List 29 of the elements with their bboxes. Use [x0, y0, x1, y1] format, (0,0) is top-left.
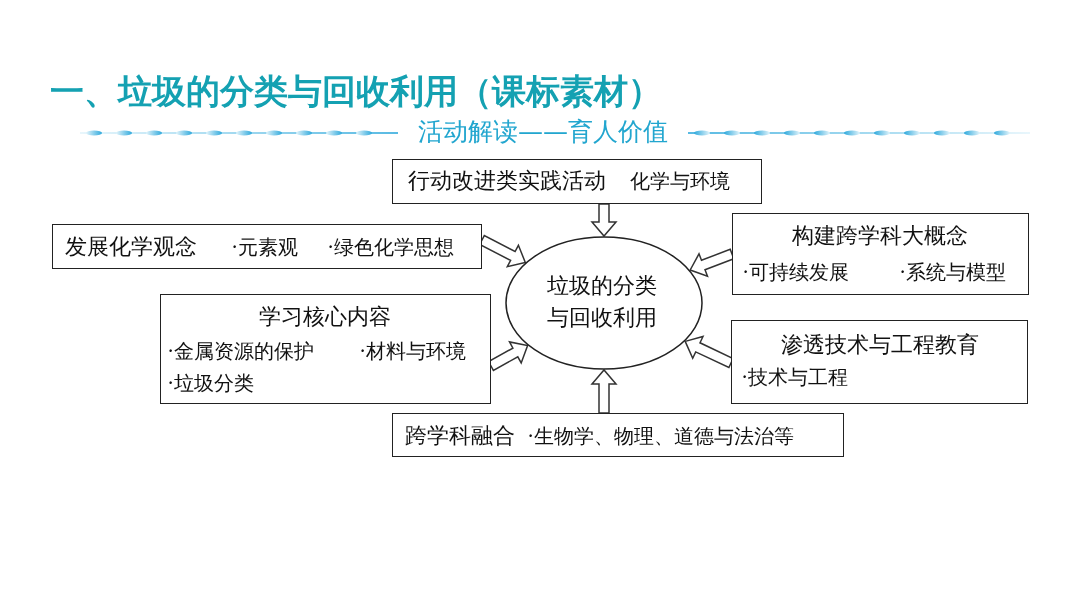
concept-box	[731, 320, 1028, 404]
list-item: ·系统与模型	[899, 259, 1006, 284]
list-item: ·材料与环境	[359, 338, 466, 363]
box-heading: 构建跨学科大概念	[791, 222, 968, 249]
list-item: ·绿色化学思想	[327, 234, 454, 259]
list-item: ·元素观	[231, 234, 298, 259]
list-item: ·垃圾分类	[167, 370, 254, 395]
block-arrow	[689, 248, 735, 278]
topic-ellipse	[505, 236, 703, 370]
concept-box	[52, 224, 482, 269]
list-item: ·生物学、物理、道德与法治等	[527, 423, 794, 448]
section-subtitle: 活动解读——育人价值	[418, 117, 668, 147]
ellipse-label: 垃圾的分类与回收利用	[546, 271, 659, 332]
concept-box	[392, 159, 762, 204]
box-heading: 发展化学观念	[64, 233, 197, 260]
page-title: 一、垃圾的分类与回收利用（课标素材）	[50, 71, 662, 112]
block-arrow	[590, 203, 618, 238]
box-heading: 行动改进类实践活动	[407, 167, 606, 194]
list-item: ·可持续发展	[742, 259, 849, 284]
topic-text: 化学与环境	[629, 168, 730, 193]
block-arrow	[590, 368, 618, 414]
concept-box	[392, 413, 844, 457]
list-item: ·技术与工程	[741, 364, 848, 389]
list-item: ·金属资源的保护	[167, 338, 314, 363]
concept-box	[160, 294, 491, 404]
box-heading: 渗透技术与工程教育	[780, 331, 979, 358]
box-heading: 学习核心内容	[258, 303, 391, 330]
box-heading: 跨学科融合	[404, 422, 515, 449]
concept-box	[732, 213, 1029, 295]
